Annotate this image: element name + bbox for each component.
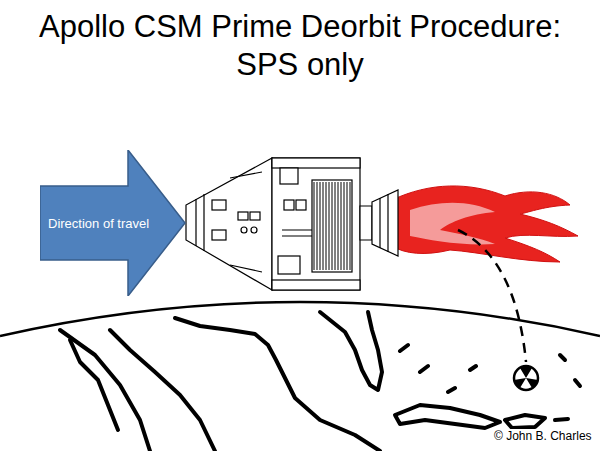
- copyright-note: © John B. Charles: [492, 429, 594, 443]
- title: Apollo CSM Prime Deorbit Procedure: SPS …: [10, 8, 590, 84]
- arrow-label: Direction of travel: [48, 216, 149, 231]
- direction-arrow: Direction of travel: [40, 150, 186, 296]
